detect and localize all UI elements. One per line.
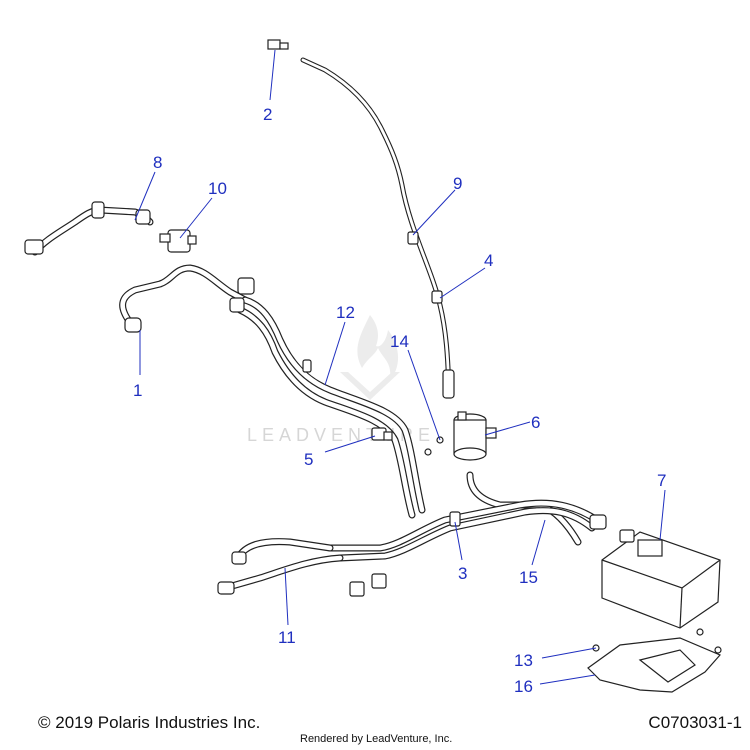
- callout-16: 16: [514, 677, 533, 696]
- part-6-solenoid: [453, 411, 497, 461]
- part-12-hose: [229, 296, 426, 519]
- part-5-clip: [371, 427, 393, 441]
- copyright-text: © 2019 Polaris Industries Inc.: [38, 713, 261, 732]
- callout-1: 1: [133, 381, 142, 400]
- part-10-valve: [159, 229, 197, 253]
- callout-6: 6: [531, 413, 540, 432]
- callout-11: 11: [278, 628, 296, 647]
- callout-7: 7: [657, 471, 666, 490]
- callout-labels: 1 2 3 4 5 6 7 8 9 10 11 12 13 14 15 16: [133, 105, 666, 696]
- callout-12: 12: [336, 303, 355, 322]
- callout-8: 8: [153, 153, 162, 172]
- callout-3: 3: [458, 564, 467, 583]
- part-2-clip: [267, 39, 289, 50]
- callout-5: 5: [304, 450, 313, 469]
- part-9-vent-line: [300, 57, 455, 399]
- hose-clips: [349, 573, 387, 597]
- callout-9: 9: [453, 174, 462, 193]
- callout-14: 14: [390, 332, 409, 351]
- callout-leaders: [134, 49, 666, 685]
- callout-4: 4: [484, 251, 493, 270]
- part-7-canister: [601, 529, 721, 629]
- callout-15: 15: [519, 568, 538, 587]
- part-8-hose: [24, 201, 154, 256]
- part-11-hose: [217, 538, 344, 595]
- callout-10: 10: [208, 179, 227, 198]
- diagram-code: C0703031-1: [648, 713, 742, 732]
- callout-2: 2: [263, 105, 272, 124]
- part-3-hose: [326, 499, 607, 562]
- callout-13: 13: [514, 651, 533, 670]
- rendered-by-text: Rendered by LeadVenture, Inc.: [300, 733, 453, 745]
- part-16-bracket: [587, 628, 722, 693]
- part-1-hose: [119, 264, 255, 333]
